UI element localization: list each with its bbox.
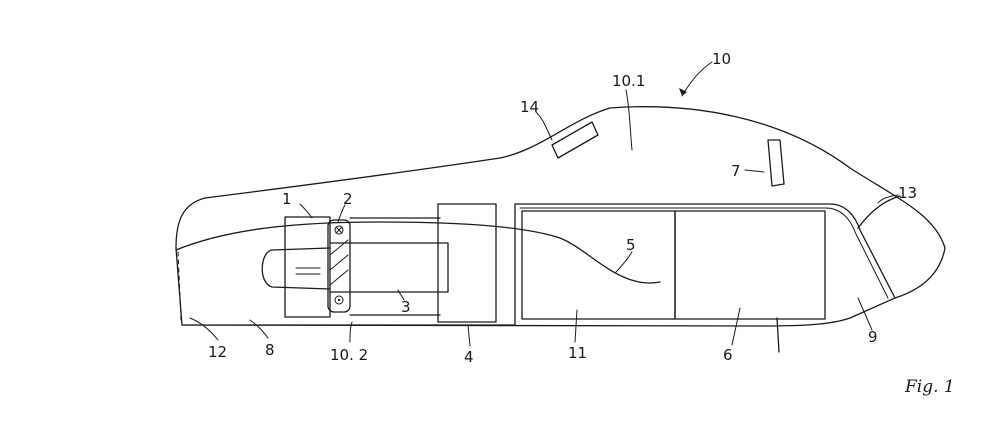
- numeral-7: 7: [731, 162, 741, 180]
- element-2-symbol-bottom: [334, 295, 344, 305]
- element-2-symbol-top-x: [335, 226, 343, 234]
- leader-10-arrow: [679, 88, 687, 96]
- leader-4: [467, 324, 471, 347]
- leader-13: [877, 194, 899, 204]
- numeral-4: 4: [464, 348, 474, 366]
- numeral-11: 11: [568, 344, 587, 362]
- cylinder-part: [329, 242, 449, 293]
- leader-6: [731, 307, 741, 346]
- front-closure-dashed: [177, 251, 182, 321]
- element-7: [767, 139, 785, 187]
- element-2-hatch-c: [329, 269, 349, 286]
- nose-cone: [261, 247, 331, 290]
- leader-10-1: [625, 89, 633, 151]
- window-14: [551, 121, 599, 159]
- compartment-outer-inner: [519, 207, 889, 299]
- element-2-symbol-top: [334, 225, 344, 235]
- numeral-10: 10: [712, 50, 731, 68]
- numeral-2: 2: [343, 190, 353, 208]
- unit-1-housing: [284, 216, 331, 318]
- compartment-outer: [514, 203, 896, 299]
- numeral-10-1: 10.1: [612, 72, 645, 90]
- compartment-6: [674, 210, 826, 320]
- leader-9: [857, 297, 873, 331]
- compartment-11: [521, 210, 676, 320]
- leader-5: [615, 251, 633, 273]
- vehicle-body-outline: [175, 106, 946, 327]
- leader-11: [574, 309, 578, 343]
- numeral-6: 6: [723, 346, 733, 364]
- numeral-14: 14: [520, 98, 539, 116]
- numeral-8: 8: [265, 341, 275, 359]
- leader-3: [397, 289, 405, 301]
- numeral-9: 9: [868, 328, 878, 346]
- leader-10: [681, 61, 713, 97]
- leader-8: [249, 319, 269, 339]
- interior-contour-line: [175, 221, 661, 284]
- block-4: [437, 203, 497, 323]
- figure-caption: Fig. 1: [904, 377, 955, 397]
- numeral-12: 12: [208, 343, 227, 361]
- element-2-symbol-bottom-dot: [337, 298, 341, 302]
- numeral-3: 3: [401, 298, 411, 316]
- leader-14: [535, 111, 553, 141]
- element-2-hatch-a: [329, 239, 349, 256]
- numeral-10-2: 10. 2: [330, 346, 368, 364]
- numeral-5: 5: [626, 236, 636, 254]
- leader-10-2: [349, 321, 353, 343]
- leader-2: [337, 204, 346, 223]
- numeral-13: 13: [898, 184, 917, 202]
- front-divider-13: [857, 195, 901, 229]
- leader-1: [299, 203, 313, 219]
- leader-7: [744, 169, 765, 173]
- numeral-1: 1: [282, 190, 292, 208]
- element-2-hatch-b: [329, 254, 349, 271]
- floor-tick: [776, 317, 780, 353]
- leader-12: [189, 317, 219, 341]
